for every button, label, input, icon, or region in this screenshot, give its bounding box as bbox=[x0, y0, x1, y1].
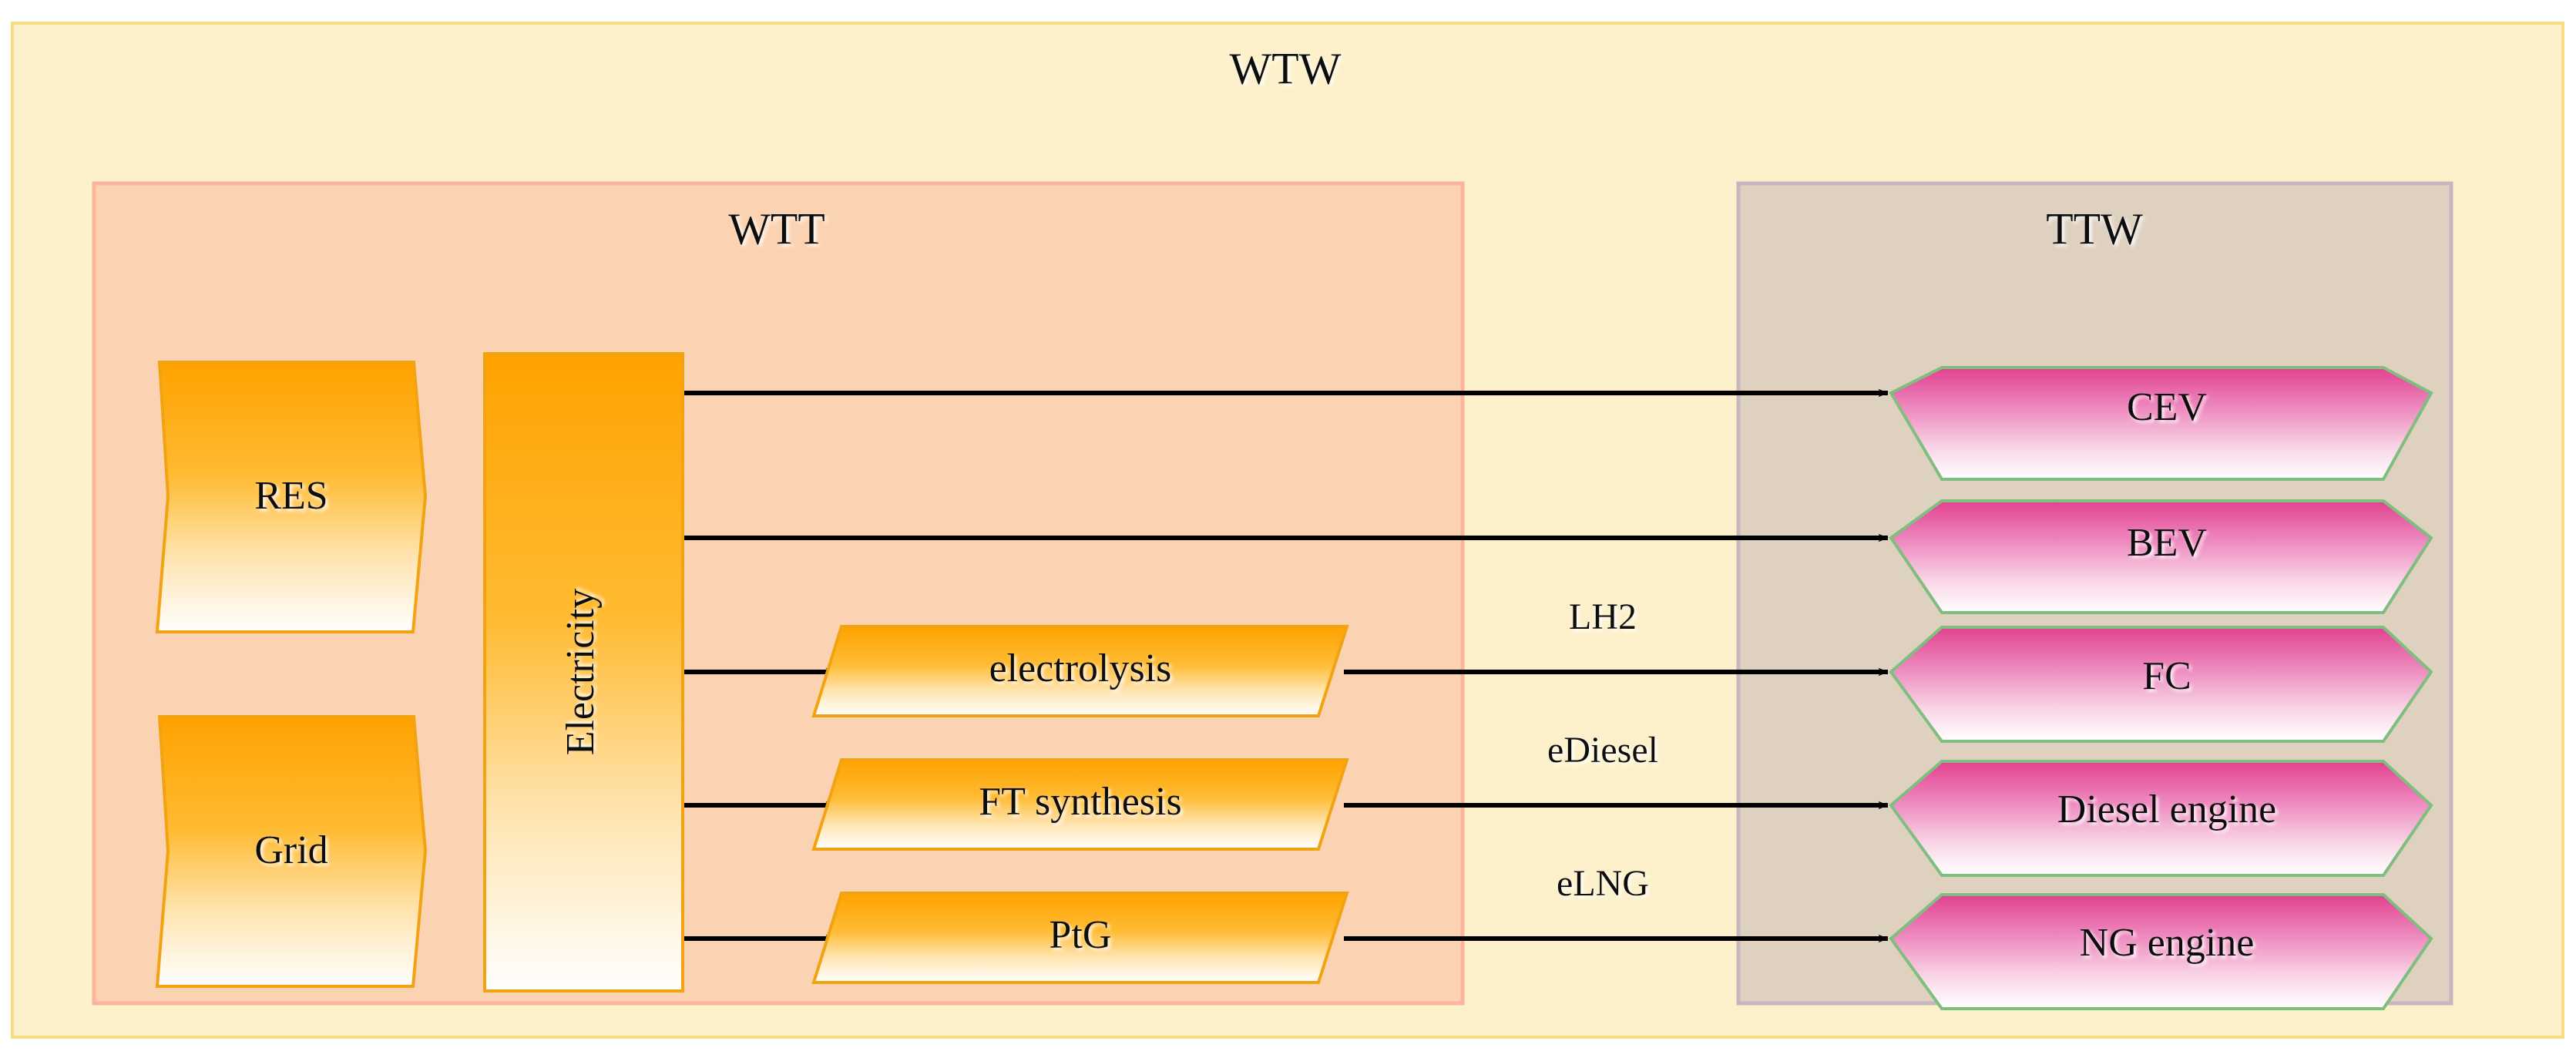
node-grid[interactable]: Grid bbox=[155, 715, 428, 988]
wtw-title: WTW bbox=[1230, 43, 1342, 93]
node-res[interactable]: RES bbox=[155, 361, 428, 633]
node-fc[interactable]: FC bbox=[1889, 626, 2433, 743]
ng-engine-shape bbox=[1889, 893, 2433, 1010]
carrier-label-lh2: LH2 bbox=[1569, 596, 1637, 637]
fc-label: FC bbox=[2142, 654, 2191, 698]
grid-label: Grid bbox=[254, 828, 327, 872]
node-ft-synthesis[interactable]: FT synthesis bbox=[811, 758, 1349, 851]
cev-shape bbox=[1889, 366, 2433, 481]
diesel-engine-label: Diesel engine bbox=[2057, 788, 2276, 831]
node-ng-engine[interactable]: NG engine bbox=[1889, 893, 2433, 1010]
node-cev[interactable]: CEV bbox=[1889, 366, 2433, 481]
carrier-label-ediesel: eDiesel bbox=[1547, 730, 1658, 771]
wtt-title: WTT bbox=[728, 203, 825, 254]
cev-label: CEV bbox=[2127, 385, 2207, 429]
res-shape bbox=[155, 361, 428, 633]
electricity-label: Electricity bbox=[559, 589, 603, 756]
grid-shape bbox=[155, 715, 428, 988]
node-electricity[interactable]: Electricity bbox=[483, 352, 684, 993]
ft-synthesis-label: FT synthesis bbox=[979, 780, 1181, 824]
ng-engine-label: NG engine bbox=[2080, 921, 2255, 965]
res-label: RES bbox=[254, 474, 327, 518]
fc-shape bbox=[1889, 626, 2433, 743]
node-bev[interactable]: BEV bbox=[1889, 499, 2433, 614]
node-electrolysis[interactable]: electrolysis bbox=[811, 625, 1349, 717]
electrolysis-label: electrolysis bbox=[989, 647, 1172, 690]
bev-label: BEV bbox=[2127, 521, 2207, 565]
ptg-shape bbox=[811, 892, 1349, 984]
bev-shape bbox=[1889, 499, 2433, 614]
electrolysis-shape bbox=[811, 625, 1349, 717]
ptg-label: PtG bbox=[1050, 913, 1112, 957]
ttw-title: TTW bbox=[2046, 203, 2143, 254]
carrier-label-elng: eLNG bbox=[1557, 863, 1649, 904]
electricity-shape bbox=[483, 352, 684, 993]
diesel-engine-shape bbox=[1889, 760, 2433, 877]
connector-group bbox=[683, 388, 1889, 943]
ft-synthesis-shape bbox=[811, 758, 1349, 851]
node-ptg[interactable]: PtG bbox=[811, 892, 1349, 984]
node-diesel-engine[interactable]: Diesel engine bbox=[1889, 760, 2433, 877]
